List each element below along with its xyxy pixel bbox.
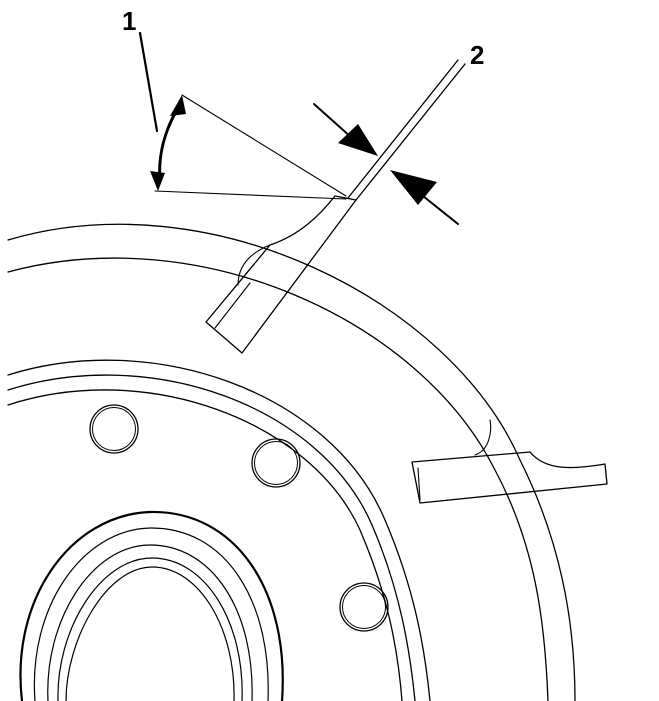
gauge-line-b	[355, 63, 466, 201]
angle-arrowhead-upper	[170, 95, 186, 116]
lug-hole-2	[251, 438, 301, 488]
blade-upper-shoulder	[237, 244, 271, 286]
center-bore-ring-4	[57, 557, 243, 701]
center-bore-outer	[19, 510, 284, 701]
lug-hole-2-inner	[254, 441, 298, 485]
blade-lower-face-line	[417, 467, 421, 501]
lug-hole-1-inner	[92, 407, 136, 451]
rotor-hat-edge-3	[7, 389, 403, 701]
center-bore-ring-3	[47, 544, 253, 701]
center-bore-ring-5	[65, 566, 235, 701]
callout-2-label: 2	[470, 40, 484, 70]
lug-hole-3	[339, 582, 389, 632]
lug-hole-3-inner	[342, 585, 386, 629]
angle-extension-lower	[154, 190, 347, 200]
angle-arrowhead-lower	[150, 171, 165, 191]
blade-lower-shoulder	[474, 419, 492, 456]
rotor-hat-edge-2	[7, 374, 416, 701]
measurement-blade-upper	[205, 195, 357, 354]
angle-extension-upper	[181, 94, 347, 197]
rotor-outer-edge	[7, 223, 576, 701]
lug-hole-1	[89, 404, 139, 454]
gauge-line-a	[347, 59, 459, 199]
dimension-arrow-left-shaft	[313, 103, 353, 139]
dimension-arrowhead-left	[338, 124, 378, 156]
rotor-outer-edge-inner	[7, 257, 549, 701]
callout-1-leader	[138, 31, 159, 133]
dimension-arrow-right-shaft	[417, 191, 459, 225]
angle-arc	[158, 106, 180, 182]
measurement-blade-lower	[411, 451, 608, 504]
callout-1-label: 1	[122, 6, 136, 36]
dimension-arrowhead-right	[390, 170, 437, 205]
blade-upper-face-line	[214, 282, 251, 329]
rotor-hat-edge	[7, 359, 431, 701]
center-bore-ring-2	[33, 527, 269, 701]
